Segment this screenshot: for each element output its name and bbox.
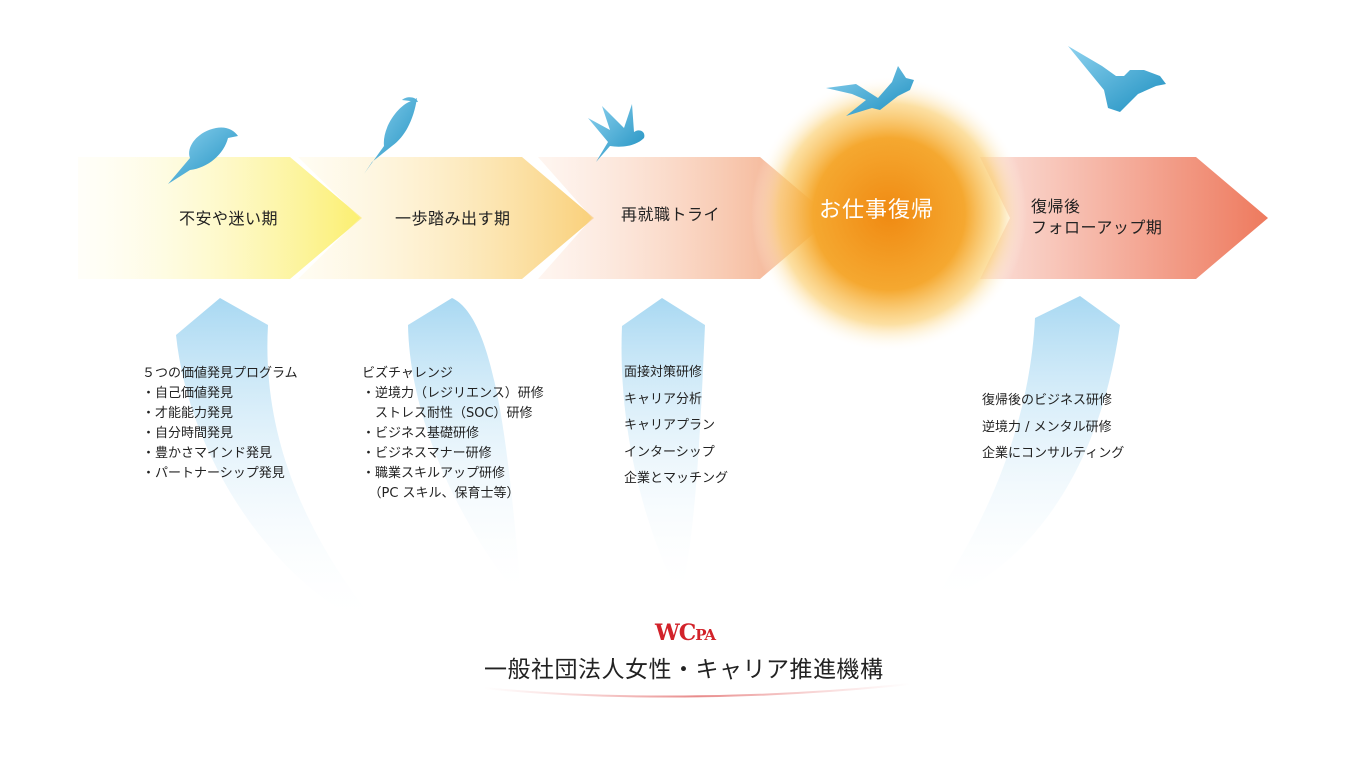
program-list-stage3: 面接対策研修 キャリア分析 キャリアプラン インターシップ 企業とマッチング — [624, 360, 728, 493]
light-beam-3 — [621, 298, 705, 598]
list-item: 企業にコンサルティング — [982, 446, 1125, 461]
light-beam-2 — [408, 298, 522, 600]
list-item: ストレス耐性（SOC）研修 — [362, 406, 533, 421]
list-item: ・ビジネス基礎研修 — [362, 426, 480, 441]
list-item: （PC スキル、保育士等） — [362, 486, 520, 501]
program-list-stage1: ５つの価値発見プログラム ・自己価値発見 ・才能能力発見 ・自分時間発見 ・豊か… — [142, 364, 298, 484]
sun-glow-icon — [751, 76, 1027, 352]
stage-label-3: 再就職トライ — [621, 205, 721, 224]
bird-icon — [364, 97, 418, 174]
bird-icon — [588, 104, 645, 162]
organization-name: 一般社団法人女性・キャリア推進機構 — [484, 657, 884, 683]
list-item: ・自己価値発見 — [142, 386, 234, 401]
list-item: 企業とマッチング — [624, 471, 729, 486]
stage-arrow-2 — [298, 157, 594, 279]
list-item: 面接対策研修 — [624, 365, 703, 380]
list-item: インターシップ — [624, 444, 715, 460]
stage-label-1: 不安や迷い期 — [179, 209, 279, 228]
logo-swoosh — [483, 683, 911, 698]
logo-small: PA — [695, 626, 716, 644]
stage-label-5b: フォローアップ期 — [1031, 218, 1163, 237]
bird-icon — [168, 127, 238, 184]
list-item: ・職業スキルアップ研修 — [362, 466, 506, 481]
stage-label-5a: 復帰後 — [1031, 197, 1081, 216]
list-item: キャリアプラン — [624, 418, 716, 433]
program-list-stage2: ビズチャレンジ ・逆境力（レジリエンス）研修 ストレス耐性（SOC）研修 ・ビジ… — [362, 364, 544, 504]
list-item: ・才能能力発見 — [142, 406, 234, 421]
stage-label-2: 一歩踏み出す期 — [395, 209, 511, 228]
list-item: ・パートナーシップ発見 — [142, 466, 285, 481]
stage-arrow-1 — [78, 157, 362, 279]
list-item: ５つの価値発見プログラム — [142, 366, 298, 381]
logo-main: WC — [655, 620, 696, 646]
list-item: ・自分時間発見 — [142, 426, 234, 441]
bird-icon — [826, 66, 914, 116]
light-beam-5 — [928, 296, 1120, 608]
list-item: 復帰後のビジネス研修 — [982, 393, 1113, 408]
program-list-stage5: 復帰後のビジネス研修 逆境力 / メンタル研修 企業にコンサルティング — [982, 388, 1124, 468]
list-item: ビズチャレンジ — [362, 366, 453, 381]
list-item: 逆境力 / メンタル研修 — [982, 419, 1112, 435]
stage-label-4: お仕事復帰 — [819, 198, 935, 223]
light-beam-1 — [176, 298, 380, 628]
bird-icon — [1068, 46, 1166, 112]
list-item: ・豊かさマインド発見 — [142, 446, 273, 461]
wcpa-logo: WCPA — [655, 620, 716, 646]
stage-arrow-5 — [980, 157, 1268, 279]
list-item: キャリア分析 — [624, 391, 703, 407]
list-item: ・逆境力（レジリエンス）研修 — [362, 386, 544, 401]
list-item: ・ビジネスマナー研修 — [362, 446, 492, 461]
